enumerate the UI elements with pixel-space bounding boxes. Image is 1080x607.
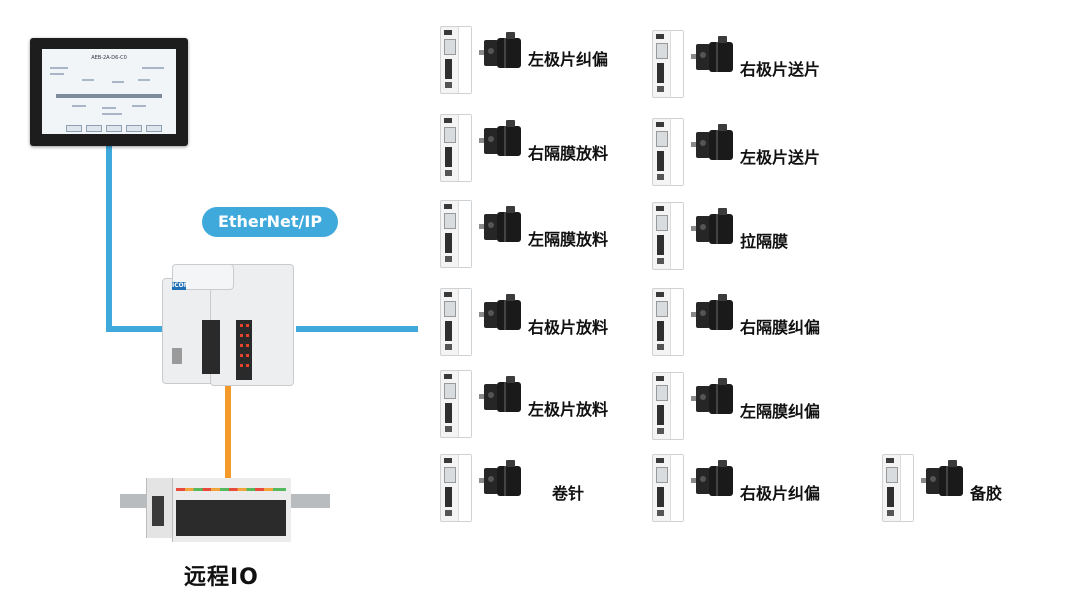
servo-drive bbox=[440, 370, 472, 438]
servo-drive bbox=[652, 30, 684, 98]
hmi-to-plc-vertical-line bbox=[106, 146, 112, 332]
servo-motor bbox=[691, 208, 736, 248]
servo-drive bbox=[440, 114, 472, 182]
servo-unit: 左极片放料 bbox=[440, 366, 650, 440]
servo-motor bbox=[691, 294, 736, 334]
servo-motor bbox=[479, 32, 524, 72]
remote-io-rack bbox=[120, 470, 330, 542]
servo-unit-label: 备胶 bbox=[970, 484, 1003, 503]
servo-drive bbox=[440, 288, 472, 356]
servo-motor bbox=[479, 206, 524, 246]
servo-unit: 右极片送片 bbox=[652, 26, 862, 100]
servo-drive bbox=[882, 454, 914, 522]
servo-unit: 右隔膜纠偏 bbox=[652, 284, 862, 358]
remote-io-terminals bbox=[176, 500, 286, 536]
servo-unit: 右极片放料 bbox=[440, 284, 650, 358]
servo-unit-label: 右极片放料 bbox=[528, 318, 609, 337]
servo-drive bbox=[440, 26, 472, 94]
servo-drive bbox=[440, 200, 472, 268]
servo-unit: 卷针 bbox=[440, 450, 650, 524]
servo-motor bbox=[691, 460, 736, 500]
servo-unit-label: 卷针 bbox=[552, 484, 585, 503]
plc-to-remote-io-line bbox=[225, 384, 231, 478]
servo-drive bbox=[652, 454, 684, 522]
hmi-screen-title: AEB-2A-D6-C0 bbox=[91, 55, 127, 61]
servo-unit-label: 右隔膜放料 bbox=[528, 144, 609, 163]
plc-logo: ICON bbox=[172, 282, 189, 290]
servo-unit: 左隔膜纠偏 bbox=[652, 368, 862, 442]
servo-unit-label: 左极片纠偏 bbox=[528, 50, 609, 69]
servo-unit: 左隔膜放料 bbox=[440, 196, 650, 270]
remote-io-label: 远程IO bbox=[184, 565, 259, 590]
servo-drive bbox=[652, 372, 684, 440]
servo-unit-label: 左极片放料 bbox=[528, 400, 609, 419]
hmi-screen: AEB-2A-D6-C0 bbox=[42, 49, 176, 134]
plc-controller: ICON bbox=[162, 258, 294, 386]
servo-motor bbox=[921, 460, 966, 500]
servo-unit-label: 拉隔膜 bbox=[740, 232, 789, 251]
servo-unit: 左极片送片 bbox=[652, 114, 862, 188]
servo-motor bbox=[479, 294, 524, 334]
servo-unit-label: 左隔膜纠偏 bbox=[740, 402, 821, 421]
servo-unit-label: 左极片送片 bbox=[740, 148, 821, 167]
ethernet-ip-label: EtherNet/IP bbox=[202, 207, 338, 237]
servo-drive bbox=[652, 288, 684, 356]
servo-motor bbox=[479, 376, 524, 416]
servo-motor bbox=[691, 36, 736, 76]
servo-unit: 右隔膜放料 bbox=[440, 110, 650, 184]
servo-motor bbox=[691, 378, 736, 418]
servo-unit-label: 右隔膜纠偏 bbox=[740, 318, 821, 337]
hmi-touch-panel: AEB-2A-D6-C0 bbox=[30, 38, 188, 146]
servo-drive bbox=[652, 202, 684, 270]
servo-drive bbox=[652, 118, 684, 186]
servo-drive bbox=[440, 454, 472, 522]
servo-unit-label: 左隔膜放料 bbox=[528, 230, 609, 249]
hmi-to-plc-horizontal-line bbox=[106, 326, 164, 332]
servo-unit: 右极片纠偏 bbox=[652, 450, 862, 524]
servo-unit: 备胶 bbox=[882, 450, 1042, 524]
servo-unit: 拉隔膜 bbox=[652, 198, 862, 272]
servo-motor bbox=[479, 120, 524, 160]
plc-terminal-right bbox=[236, 320, 252, 380]
plc-to-drives-line bbox=[296, 326, 418, 332]
plc-terminal-left bbox=[202, 320, 220, 374]
servo-unit-label: 右极片纠偏 bbox=[740, 484, 821, 503]
hmi-process-line bbox=[56, 94, 162, 98]
servo-motor bbox=[479, 460, 524, 500]
servo-unit: 左极片纠偏 bbox=[440, 22, 650, 96]
servo-motor bbox=[691, 124, 736, 164]
servo-unit-label: 右极片送片 bbox=[740, 60, 821, 79]
